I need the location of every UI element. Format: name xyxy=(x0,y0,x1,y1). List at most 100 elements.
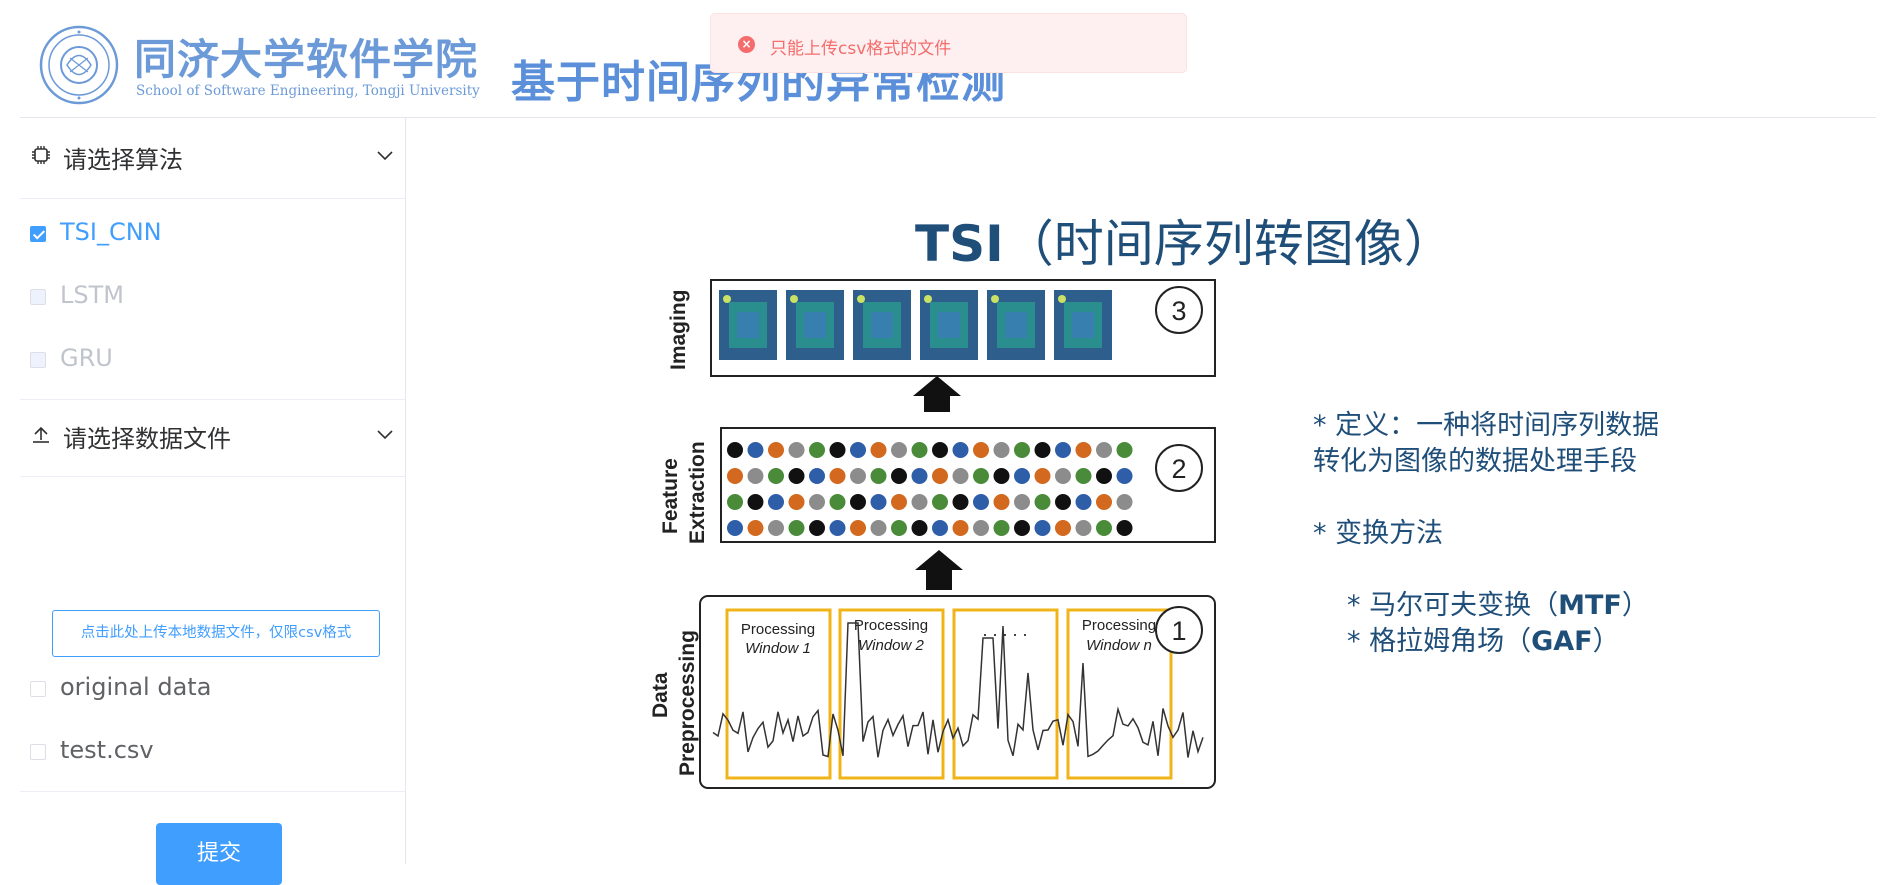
checkbox-disabled xyxy=(30,289,46,305)
arrow-up-icon xyxy=(913,376,961,412)
feature-dot xyxy=(1034,468,1051,484)
algorithm-section-header[interactable]: 请选择算法 xyxy=(30,134,406,178)
school-logo: 同济大学软件学院 School of Software Engineering,… xyxy=(38,22,480,105)
feature-dot xyxy=(891,494,907,510)
figure-title: TSI（时间序列转图像） xyxy=(915,204,1454,276)
feature-dot xyxy=(1096,494,1112,510)
data-section-header[interactable]: 请选择数据文件 xyxy=(30,413,406,457)
feature-dot xyxy=(747,442,764,458)
feature-dot xyxy=(952,494,969,510)
feature-dot xyxy=(1075,442,1092,458)
feature-dot xyxy=(1116,520,1133,536)
stage-label-feature-line2: Extraction xyxy=(686,441,709,544)
checkbox[interactable] xyxy=(30,681,46,697)
feature-dot xyxy=(727,468,743,484)
window-1-line1: Processing xyxy=(741,621,815,638)
feature-dot xyxy=(973,442,989,458)
desc-method-gaf: * 格拉姆角场（GAF） xyxy=(1313,624,1659,660)
feature-dot xyxy=(850,520,866,536)
feature-dot xyxy=(993,442,1010,458)
feature-dot xyxy=(1014,468,1030,484)
algorithm-option-label: LSTM xyxy=(60,281,124,309)
heatmap-tile xyxy=(987,290,1045,360)
feature-dot xyxy=(891,520,907,536)
feature-dot xyxy=(973,468,989,484)
feature-dot xyxy=(1014,520,1030,536)
heatmap-tile xyxy=(1054,290,1112,360)
arrow-up-icon xyxy=(915,550,963,590)
header-divider xyxy=(20,117,1876,118)
feature-dot xyxy=(952,442,969,458)
method-gaf-abbr: GAF xyxy=(1531,626,1593,657)
divider xyxy=(20,198,406,199)
feature-dot xyxy=(973,494,989,510)
data-file-label: original data xyxy=(60,673,212,701)
stage-label-preprocessing: Preprocessing xyxy=(676,630,699,776)
feature-dot xyxy=(1034,494,1051,510)
feature-dot xyxy=(1055,520,1071,536)
feature-dot xyxy=(1055,442,1071,458)
school-name-cn: 同济大学软件学院 xyxy=(134,35,479,84)
feature-dot xyxy=(768,520,784,536)
feature-dot xyxy=(788,442,805,458)
preprocessing-stage: Data Preprocessing Processing Window 1 P… xyxy=(649,595,1216,789)
feature-dot xyxy=(809,494,825,510)
heatmap-tile xyxy=(719,290,777,360)
window-1-line2: Window 1 xyxy=(745,640,811,657)
heatmap-tile xyxy=(853,290,911,360)
figure-title-bold: TSI xyxy=(915,215,1004,273)
method-mtf-suffix: ） xyxy=(1621,590,1649,621)
window-2-line2: Window 2 xyxy=(858,637,924,654)
chevron-down-icon xyxy=(377,151,393,161)
window-n-line1: Processing xyxy=(1082,617,1156,634)
feature-dot xyxy=(747,520,764,536)
checkbox-checked[interactable] xyxy=(30,226,46,242)
feature-dot xyxy=(1075,468,1092,484)
feature-dot xyxy=(788,494,805,510)
tsi-pipeline-diagram: Imaging 3 Feature Extraction 2 Data Prep… xyxy=(649,279,1216,789)
feature-dot xyxy=(870,442,887,458)
figure-title-rest: （时间序列转图像） xyxy=(1003,215,1454,273)
algorithm-option-label: TSI_CNN xyxy=(60,218,162,246)
feature-dot xyxy=(1055,494,1071,510)
feature-dot xyxy=(1075,520,1092,536)
imaging-heatmaps xyxy=(719,290,1112,360)
header: 同济大学软件学院 School of Software Engineering,… xyxy=(0,0,1896,118)
feature-dot xyxy=(829,442,846,458)
school-seal-icon xyxy=(39,25,119,105)
feature-dot xyxy=(829,468,846,484)
feature-dot xyxy=(1014,494,1030,510)
feature-dot xyxy=(973,520,989,536)
feature-dot xyxy=(727,494,743,510)
data-file-option-test-csv[interactable]: test.csv xyxy=(30,736,390,766)
data-file-option-original[interactable]: original data xyxy=(30,673,390,703)
method-mtf-abbr: MTF xyxy=(1558,590,1622,621)
feature-dot xyxy=(1034,520,1051,536)
feature-dot xyxy=(850,468,866,484)
feature-dot xyxy=(788,468,805,484)
checkbox[interactable] xyxy=(30,744,46,760)
desc-method-mtf: * 马尔可夫变换（MTF） xyxy=(1313,588,1659,624)
error-toast-message: 只能上传csv格式的文件 xyxy=(770,39,952,59)
feature-dot xyxy=(993,494,1010,510)
heatmap-tile xyxy=(920,290,978,360)
chevron-down-icon xyxy=(377,430,393,440)
step-number-1: 1 xyxy=(1171,616,1186,646)
feature-dot xyxy=(932,520,948,536)
algorithm-option-label: GRU xyxy=(60,344,113,372)
main-content: TSI（时间序列转图像） Imaging 3 Feature Extractio… xyxy=(407,118,1896,864)
time-series-signal xyxy=(712,622,1204,758)
feature-dot xyxy=(870,520,887,536)
feature-dot xyxy=(809,468,825,484)
method-mtf-prefix: * 马尔可夫变换（ xyxy=(1347,590,1559,621)
submit-button[interactable]: 提交 xyxy=(156,823,282,885)
data-section-label: 请选择数据文件 xyxy=(63,425,231,453)
algorithm-option-tsi-cnn[interactable]: TSI_CNN xyxy=(30,218,390,248)
window-2-line1: Processing xyxy=(854,617,928,634)
upload-file-button[interactable]: 点击此处上传本地数据文件，仅限csv格式 xyxy=(52,610,380,657)
feature-dot xyxy=(932,468,948,484)
feature-dot xyxy=(788,520,805,536)
method-gaf-suffix: ） xyxy=(1592,626,1620,657)
feature-dot xyxy=(1116,468,1133,484)
step-number-3: 3 xyxy=(1171,296,1186,326)
